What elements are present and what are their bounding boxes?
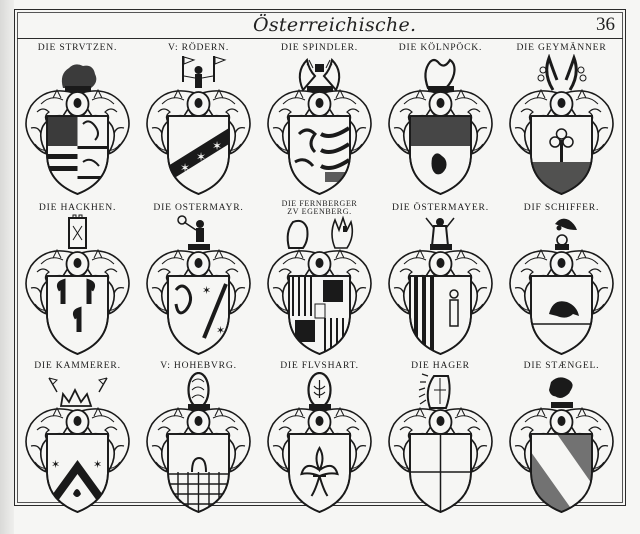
shield-charge-icon: ✶✶ (47, 459, 108, 512)
svg-text:✶: ✶ (93, 459, 102, 471)
shield-icon (288, 115, 351, 195)
coat-of-arms-icon: ✶ ✶ ✶ (138, 54, 259, 200)
page-number: 36 (596, 14, 615, 35)
family-name-line-2: ZV EGENBERG. (287, 207, 352, 216)
family-name-line: DIE GEYMÄNNER (516, 42, 607, 53)
coat-of-arms-icon (501, 54, 622, 200)
coat-of-arms-icon (259, 214, 380, 360)
shield-charge-icon (410, 434, 471, 512)
svg-text:✶: ✶ (202, 285, 211, 297)
family-name-line: DIE STRVTZEN. (37, 42, 118, 53)
shield-charge-icon (294, 126, 350, 182)
family-name-line: DIE ÖSTERMAYER. (392, 202, 489, 213)
crest-icon (182, 56, 227, 88)
mantling-icon (388, 88, 493, 156)
mantling-icon (146, 88, 251, 156)
family-name-label: DIE KAMMERER. (17, 360, 138, 371)
family-name-label: DIE STRVTZEN. (17, 42, 138, 53)
shield-charge-icon (531, 301, 592, 325)
family-name-line: DIE KAMMERER. (34, 360, 121, 371)
crest-icon (68, 214, 87, 249)
coat-of-arms-icon (380, 214, 501, 360)
shield-charge-icon (168, 456, 229, 512)
shield-charge-icon (414, 276, 459, 354)
family-name-line: DIE FERNBERGER (281, 199, 358, 208)
shield-charge-icon (410, 116, 471, 175)
shield-charge-icon (47, 116, 108, 179)
coat-of-arms-icon (259, 372, 380, 518)
crest-icon (537, 54, 587, 91)
family-name-label: DIE OSTERMAYR. (138, 202, 259, 213)
family-name-line: DIE OSTERMAYR. (153, 202, 244, 213)
family-name-line: DIE HACKHEN. (38, 202, 117, 213)
family-name-line: DIE FLVSHART. (280, 360, 359, 371)
crest-icon (298, 57, 341, 92)
crest-icon (418, 373, 451, 409)
coat-of-arms-icon (17, 214, 138, 360)
family-name-label: DIE STÆNGEL. (501, 360, 622, 371)
family-name-line: DIE KÖLNPÖCK. (398, 42, 483, 53)
svg-text:✶: ✶ (51, 459, 60, 471)
crest-icon (177, 215, 210, 250)
coat-of-arms-icon (501, 372, 622, 518)
helm-icon (549, 251, 574, 284)
family-name-label: DIE HAGER (380, 360, 501, 371)
family-name-label: V: HOHEBVRG. (138, 360, 259, 371)
svg-text:✶: ✶ (212, 139, 222, 153)
crest-icon (424, 58, 456, 92)
family-name-line: DIE STÆNGEL. (523, 360, 600, 371)
shield-charge-icon (531, 434, 592, 512)
crest-icon (425, 217, 455, 250)
family-name-label: DIE HACKHEN. (17, 202, 138, 213)
page-header: Österreichische. 36 (17, 12, 623, 39)
page-title: Österreichische. (253, 14, 417, 36)
crest-icon (307, 372, 332, 410)
family-name-line: V: RÖDERN. (167, 42, 230, 53)
shield-charge-icon (300, 446, 339, 497)
family-name-label: DIE GEYMÄNNER (501, 42, 622, 53)
shield-icon (409, 275, 472, 355)
family-name-line: DIE HAGER (411, 360, 470, 371)
family-name-line: V: HOHEBVRG. (160, 360, 237, 371)
svg-text:✶: ✶ (180, 161, 190, 175)
family-name-label: DIE KÖLNPÖCK. (380, 42, 501, 53)
shield-charge-icon: ✶✶ (174, 283, 228, 339)
coat-of-arms-grid: DIE STRVTZEN. V: RÖDERN. (17, 40, 623, 513)
crest-icon (61, 64, 97, 92)
shield-charge-icon: ✶ ✶ ✶ (168, 128, 229, 182)
family-name-label: DIF SCHIFFER. (501, 202, 622, 213)
family-name-label: V: RÖDERN. (138, 42, 259, 53)
svg-text:✶: ✶ (196, 150, 206, 164)
coat-of-arms-icon: ✶✶ (138, 214, 259, 360)
family-name-label: DIE ÖSTERMAYER. (380, 202, 501, 213)
family-name-line: DIE SPINDLER. (280, 42, 359, 53)
crest-icon (549, 377, 573, 408)
shield-charge-icon (56, 278, 96, 332)
shield-icon (288, 433, 351, 513)
page-gutter (0, 0, 14, 534)
family-name-label: DIE SPINDLER. (259, 42, 380, 53)
crest-icon (286, 215, 354, 249)
family-name-label: DIE FLVSHART. (259, 360, 380, 371)
coat-of-arms-icon (138, 372, 259, 518)
coat-of-arms-icon (380, 54, 501, 200)
shield-charge-icon (292, 276, 344, 354)
coat-of-arms-icon (380, 372, 501, 518)
svg-text:✶: ✶ (216, 325, 225, 337)
coat-of-arms-icon (501, 214, 622, 360)
coat-of-arms-icon (259, 54, 380, 200)
family-name-line: DIF SCHIFFER. (523, 202, 600, 213)
crest-icon (187, 372, 210, 410)
crest-icon (48, 377, 108, 407)
coat-of-arms-icon: ✶✶ (17, 372, 138, 518)
crest-icon (555, 218, 577, 250)
coat-of-arms-icon (17, 54, 138, 200)
